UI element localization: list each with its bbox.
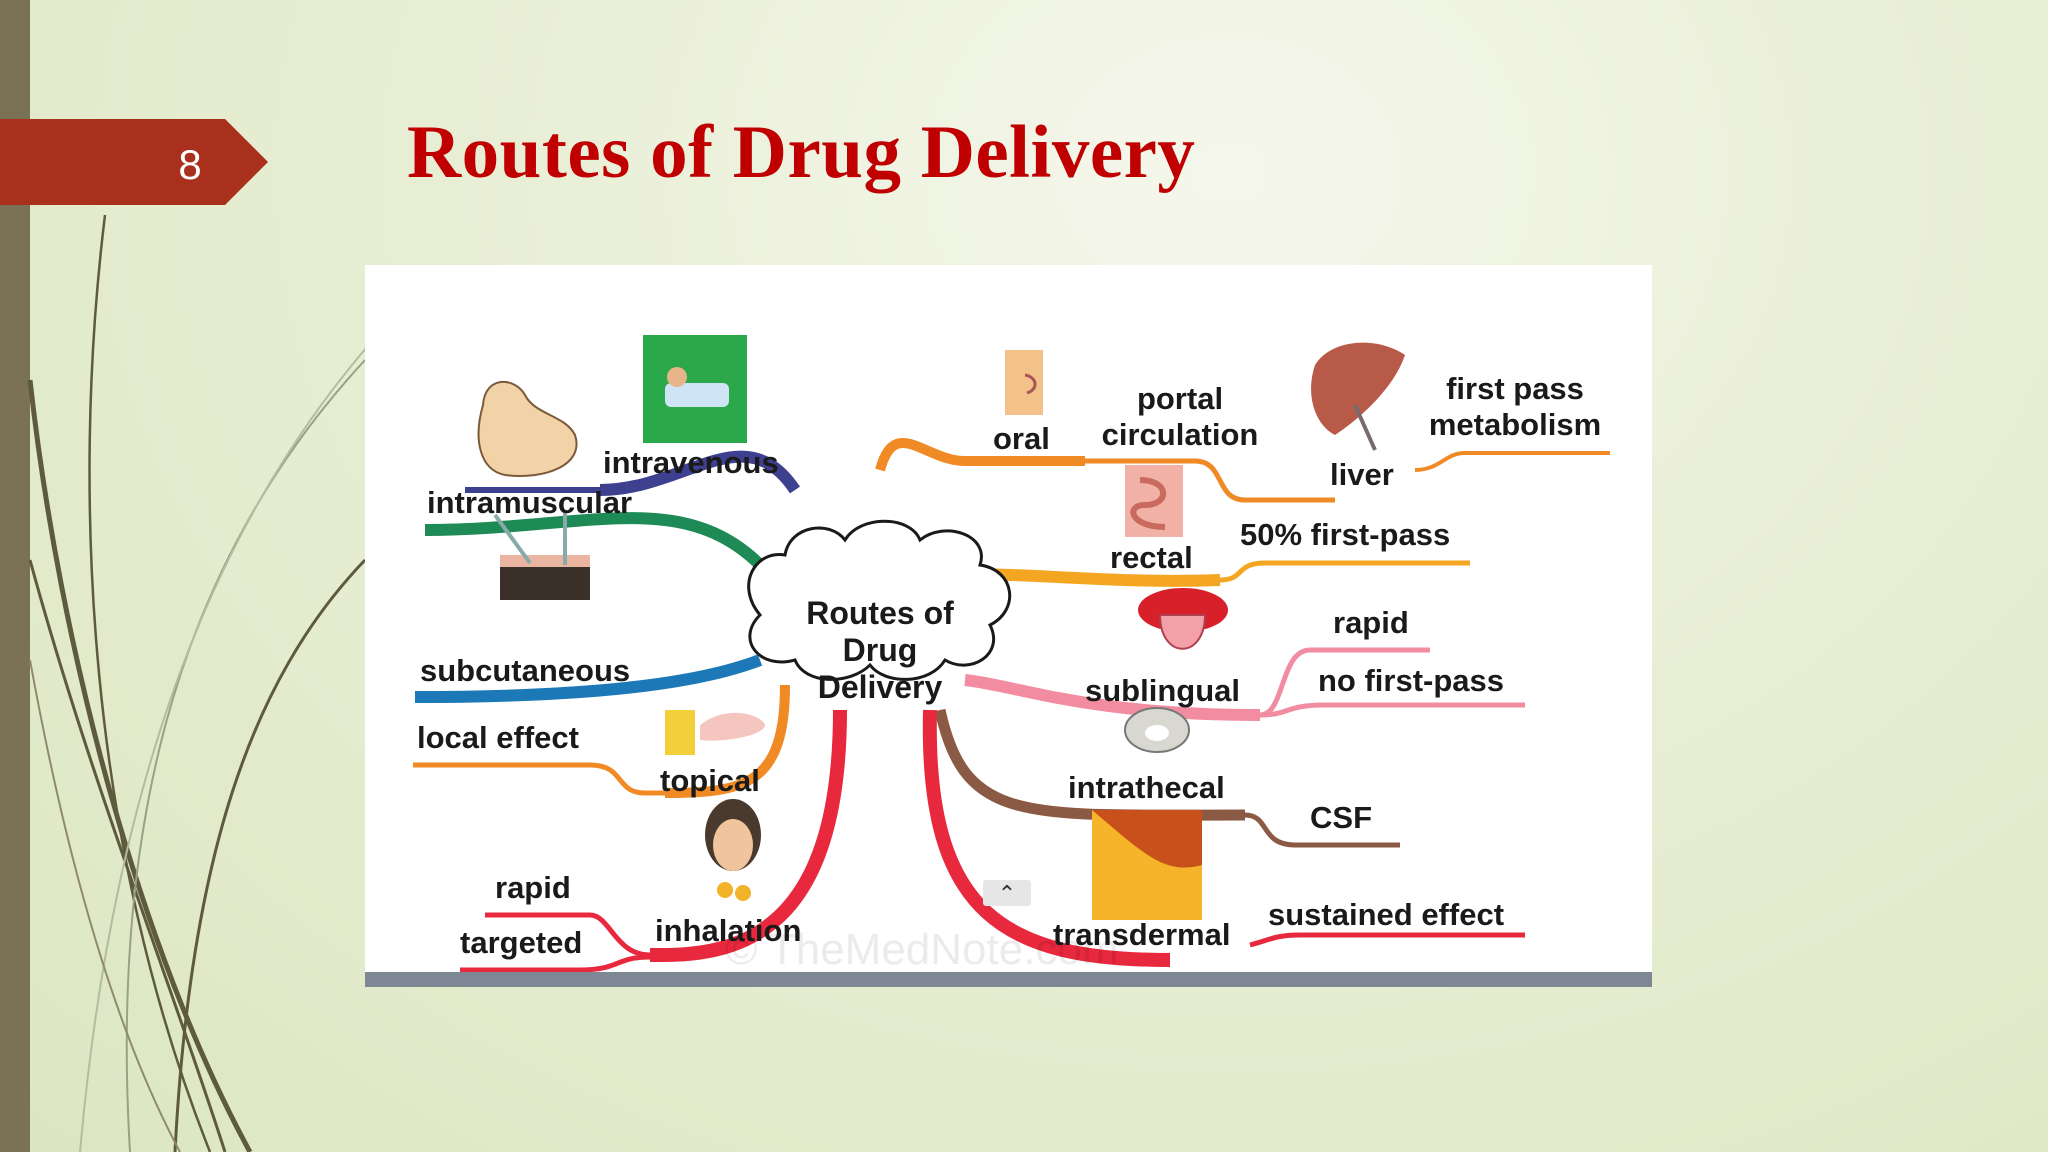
muscle-arm-icon [477,380,578,477]
label-inhalation: inhalation [655,913,802,948]
slide-number-badge [0,119,268,205]
branch-intramuscular [424,512,770,575]
center-cloud [747,519,1012,681]
branch-sustained [1249,932,1525,948]
label-local-effect: local effect [417,720,579,755]
branch-intravenous [599,450,800,496]
label-targeted: targeted [460,925,583,960]
chevron-up-icon[interactable]: ⌃ [983,880,1031,906]
branch-no-first-pass [1259,702,1525,718]
transdermal-skin-icon [1092,810,1202,920]
label-fifty-first-pass: 50% first-pass [1240,517,1451,552]
branch-targeted [460,954,651,973]
branch-csf [1244,812,1400,848]
label-no-first-pass: no first-pass [1318,663,1505,698]
label-transdermal: transdermal [1053,917,1231,952]
branch-transdermal [922,709,1171,967]
mind-map-branches [413,335,1610,973]
video-progress-strip[interactable] [365,972,1652,987]
branch-oral [875,438,1085,472]
intravenous-patient-icon [643,335,747,443]
label-sublingual: sublingual [1085,673,1240,708]
branch-rapid-left [485,912,651,958]
label-rapid-right: rapid [1333,605,1409,640]
mind-map-diagram: Routes of Drug Delivery intravenous intr… [365,265,1652,987]
vertebra-icon [1124,707,1190,753]
label-first-pass-metabolism: first pass metabolism [1428,371,1602,442]
rectal-intestine-icon [1125,465,1183,537]
label-intrathecal: intrathecal [1068,770,1225,805]
branch-fifty-first-pass [1219,560,1470,583]
branch-local-effect [413,762,665,796]
branch-sublingual [964,674,1261,721]
label-subcutaneous: subcutaneous [420,653,631,688]
tongue-mouth-icon [1138,588,1228,650]
branch-portal [1085,458,1335,503]
branch-rapid-right [1259,647,1430,718]
center-label-text: Routes of Drug Delivery [806,595,954,705]
skin-layers-icon [493,510,590,600]
label-csf: CSF [1310,800,1372,835]
branch-inhalation [650,709,847,962]
slide-title: Routes of Drug Delivery [407,111,1196,194]
label-rectal: rectal [1110,540,1193,575]
branch-subcutaneous [414,654,763,703]
label-topical: topical [660,763,760,798]
branch-first-pass [1414,451,1610,472]
center-label: Routes of Drug Delivery [785,595,975,705]
branch-topical [664,684,790,798]
label-sustained-effect: sustained effect [1268,897,1505,932]
inhalation-woman-icon [705,799,761,901]
topical-hand-icon [665,710,765,755]
liver-icon [1311,342,1405,451]
label-intramuscular: intramuscular [427,485,633,520]
decorative-curves [27,214,420,1152]
label-oral: oral [993,421,1050,456]
oral-face-icon [1005,350,1043,415]
slide-number: 8 [178,141,202,188]
watermark: © TheMedNote.com [725,925,1119,974]
label-rapid-left: rapid [495,870,571,905]
label-portal-circulation: portal circulation [1101,381,1259,452]
label-intravenous: intravenous [603,445,779,480]
label-liver: liver [1330,457,1394,492]
